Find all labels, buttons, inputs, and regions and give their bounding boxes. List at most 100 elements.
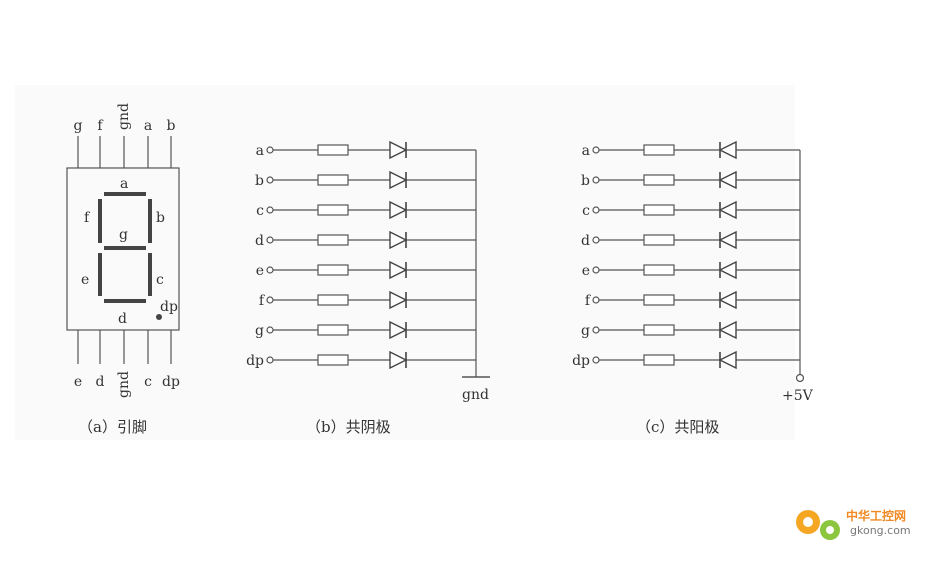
input-terminal — [592, 326, 600, 334]
input-terminal — [592, 356, 600, 364]
input-terminal — [266, 176, 274, 184]
input-row-dp: dp — [246, 350, 476, 370]
input-terminal — [592, 266, 600, 274]
top-pin-label-f: f — [97, 118, 104, 134]
resistor — [643, 144, 675, 156]
led-diode — [389, 170, 408, 190]
gear-icon — [796, 510, 840, 540]
top-pin-label-g: g — [74, 118, 83, 134]
input-label-d: d — [255, 233, 264, 249]
top-pin-label-b: b — [167, 118, 176, 134]
resistor — [643, 294, 675, 306]
input-terminal — [592, 146, 600, 154]
bottom-pin-label-e: e — [74, 374, 82, 390]
input-label-b: b — [255, 173, 264, 189]
display-body — [66, 167, 180, 331]
resistor — [317, 324, 349, 336]
led-diode — [389, 260, 408, 280]
resistor — [643, 234, 675, 246]
caption-c: （c）共阳极 — [636, 418, 719, 436]
led-diode — [389, 320, 408, 340]
input-row-e: e — [256, 260, 476, 280]
bottom-pin-label-gnd: gnd — [116, 371, 132, 398]
input-row-b: b — [255, 170, 476, 190]
input-label-b: b — [581, 173, 590, 189]
resistor — [643, 264, 675, 276]
led-diode — [718, 320, 737, 340]
input-row-e: e — [582, 260, 800, 280]
resistor — [317, 174, 349, 186]
input-label-c: c — [256, 203, 264, 219]
watermark-url: gkong.com — [850, 524, 911, 537]
input-terminal — [266, 296, 274, 304]
input-terminal — [592, 206, 600, 214]
resistor — [643, 354, 675, 366]
segment-label-d: d — [118, 311, 127, 327]
input-terminal — [266, 356, 274, 364]
led-diode — [718, 230, 737, 250]
bottom-pin-label-dp: dp — [162, 374, 180, 390]
input-row-d: d — [581, 230, 800, 250]
input-row-d: d — [255, 230, 476, 250]
top-pin-label-a: a — [144, 118, 152, 134]
input-terminal — [592, 236, 600, 244]
top-pin-leads — [77, 136, 172, 168]
led-diode — [718, 350, 737, 370]
vcc-label: +5V — [782, 388, 814, 404]
input-label-dp: dp — [572, 353, 590, 369]
resistor — [317, 294, 349, 306]
input-row-a: a — [256, 140, 476, 160]
input-row-b: b — [581, 170, 800, 190]
input-row-c: c — [256, 200, 476, 220]
input-label-a: a — [256, 143, 264, 159]
segment-label-dp: dp — [160, 299, 178, 315]
input-terminal — [592, 296, 600, 304]
input-row-f: f — [259, 290, 476, 310]
resistor — [317, 234, 349, 246]
gnd-label: gnd — [462, 387, 489, 403]
led-diode — [718, 200, 737, 220]
input-label-f: f — [259, 293, 266, 309]
input-label-f: f — [585, 293, 592, 309]
segment-label-c: c — [156, 272, 164, 288]
watermark-logo: 中华工控网 gkong.com — [796, 508, 911, 540]
input-row-c: c — [582, 200, 800, 220]
input-terminal — [266, 146, 274, 154]
input-row-g: g — [255, 320, 476, 340]
resistor — [317, 204, 349, 216]
led-diode — [389, 140, 408, 160]
watermark-name: 中华工控网 — [846, 508, 906, 523]
bottom-pin-label-d: d — [96, 374, 105, 390]
led-diode — [718, 140, 737, 160]
input-row-f: f — [585, 290, 800, 310]
resistor — [317, 264, 349, 276]
input-row-dp: dp — [572, 350, 800, 370]
segment-label-a: a — [120, 176, 128, 192]
segment-dp-dot — [156, 314, 162, 320]
resistor — [643, 204, 675, 216]
input-row-g: g — [581, 320, 800, 340]
input-terminal — [266, 236, 274, 244]
input-label-g: g — [255, 323, 264, 339]
input-label-e: e — [582, 263, 590, 279]
top-pin-label-gnd: gnd — [116, 103, 132, 130]
input-terminal — [266, 326, 274, 334]
input-label-d: d — [581, 233, 590, 249]
led-diode — [718, 290, 737, 310]
resistor — [643, 324, 675, 336]
input-label-e: e — [256, 263, 264, 279]
input-label-a: a — [582, 143, 590, 159]
resistor — [317, 354, 349, 366]
input-label-g: g — [581, 323, 590, 339]
input-terminal — [592, 176, 600, 184]
segment-label-g: g — [119, 227, 128, 243]
caption-a: （a）引脚 — [78, 418, 147, 436]
input-terminal — [266, 266, 274, 274]
